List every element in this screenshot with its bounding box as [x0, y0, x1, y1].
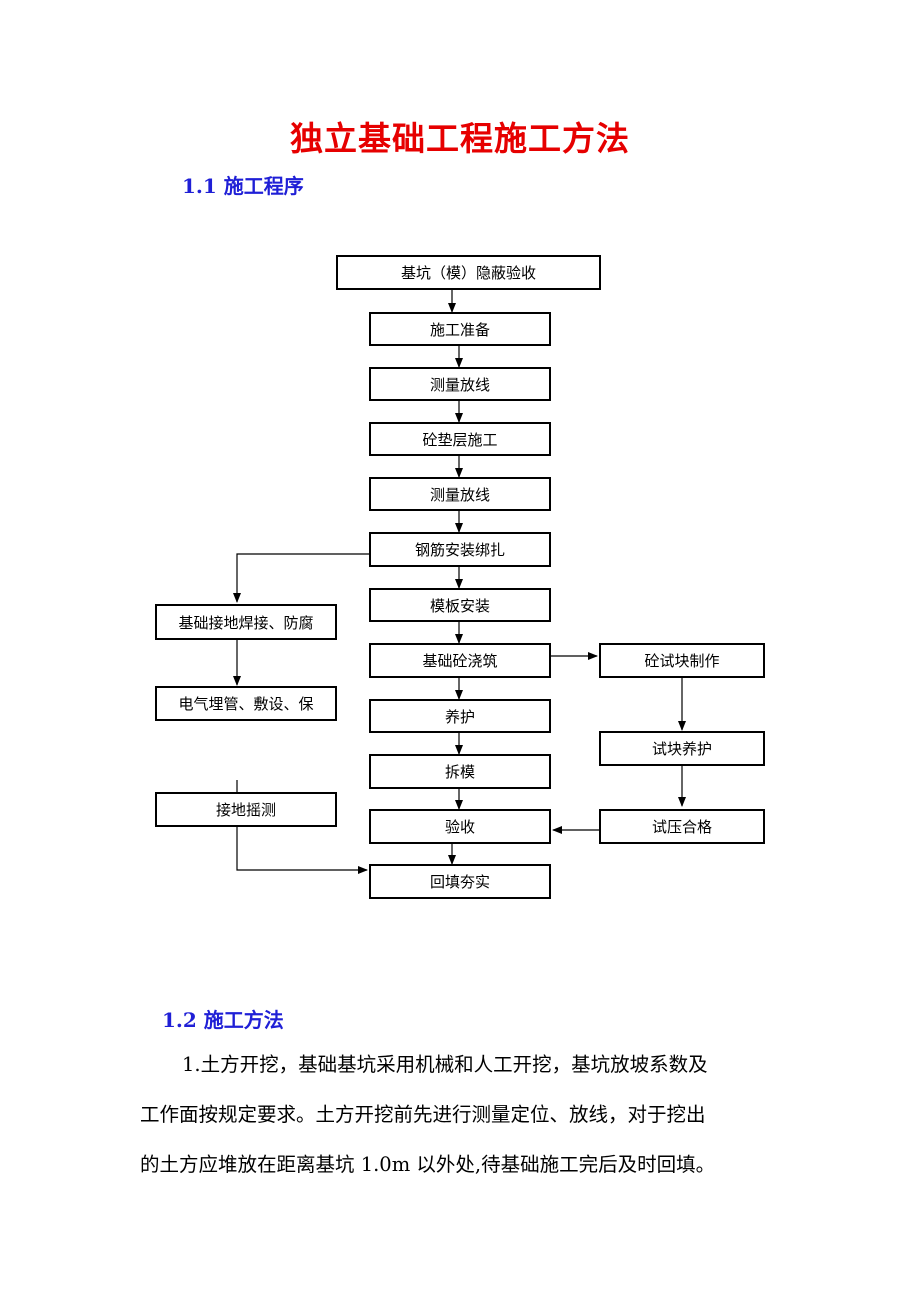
flow-step-acceptance: 验收 [369, 809, 551, 844]
flow-branch-conduit: 电气埋管、敷设、保 [155, 686, 337, 721]
section-heading-method: 1.2 施工方法 [162, 1008, 284, 1032]
flow-branch-pressure-test: 试压合格 [599, 809, 765, 844]
flow-step-formwork: 模板安装 [369, 588, 551, 622]
flow-step-formwork-removal: 拆模 [369, 754, 551, 789]
document-title: 独立基础工程施工方法 [290, 119, 630, 158]
flow-step-hidden-acceptance: 基坑（模）隐蔽验收 [336, 255, 601, 290]
paragraph-line-2: 工作面按规定要求。土方开挖前先进行测量定位、放线，对于挖出 [140, 1103, 706, 1126]
section-heading-procedure: 1.1 施工程序 [182, 174, 304, 198]
flow-step-rebar: 钢筋安装绑扎 [369, 532, 551, 567]
arrow-ground-test-to-backfill [236, 826, 368, 874]
flow-step-backfill: 回填夯实 [369, 864, 551, 899]
flow-step-concrete-cushion: 砼垫层施工 [369, 422, 551, 456]
flow-step-survey-1: 测量放线 [369, 367, 551, 401]
flow-branch-test-specimen: 砼试块制作 [599, 643, 765, 678]
paragraph-line-1: 1.土方开挖，基础基坑采用机械和人工开挖，基坑放坡系数及 [182, 1053, 708, 1076]
method-paragraph: 1.土方开挖，基础基坑采用机械和人工开挖，基坑放坡系数及 工作面按规定要求。土方… [140, 1040, 772, 1190]
flow-branch-ground-test: 接地摇测 [155, 792, 337, 827]
flow-branch-grounding-weld: 基础接地焊接、防腐 [155, 604, 337, 640]
flow-step-concrete-pour: 基础砼浇筑 [369, 643, 551, 678]
flow-step-preparation: 施工准备 [369, 312, 551, 346]
paragraph-line-3: 的土方应堆放在距离基坑 1.0m 以外处,待基础施工完后及时回填。 [140, 1153, 716, 1176]
flow-step-survey-2: 测量放线 [369, 477, 551, 511]
flow-branch-specimen-curing: 试块养护 [599, 731, 765, 766]
flow-step-curing: 养护 [369, 699, 551, 733]
arrow-rebar-to-grounding [233, 553, 369, 603]
